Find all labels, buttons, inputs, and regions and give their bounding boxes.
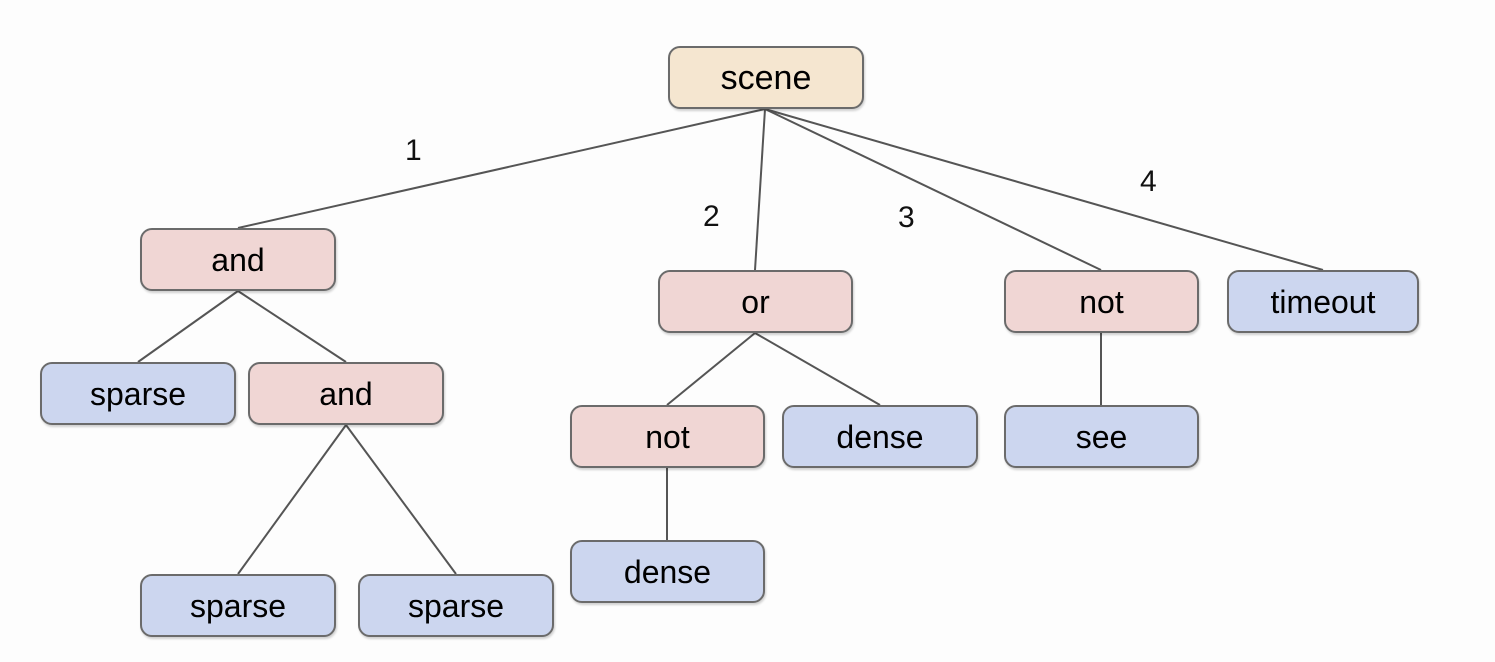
edge-label-3: 3 [898,201,915,234]
tree-node-sparse2[interactable]: sparse [140,574,336,637]
tree-node-label: dense [836,418,924,455]
tree-node-not1[interactable]: not [1004,270,1199,333]
tree-node-label: sparse [89,375,187,412]
tree-node-label: see [1075,418,1128,455]
tree-edge [754,332,881,406]
tree-node-dense2[interactable]: dense [570,540,765,603]
tree-edge [666,332,756,406]
tree-node-label: and [319,375,373,412]
tree-edge [754,108,766,271]
tree-node-label: not [645,418,690,455]
tree-edge [764,108,1102,271]
tree-node-see1[interactable]: see [1004,405,1199,468]
tree-edge [764,108,1324,271]
tree-edge [237,290,347,363]
edge-label-2: 2 [703,200,720,233]
edge-label-1: 1 [405,134,422,167]
tree-node-and2[interactable]: and [248,362,444,425]
tree-node-label: or [741,283,770,320]
edge-label-4: 4 [1140,165,1157,198]
tree-node-label: timeout [1270,283,1376,320]
tree-edge [237,108,766,229]
tree-node-label: dense [623,553,712,590]
tree-node-sparse3[interactable]: sparse [358,574,554,637]
tree-node-dense1[interactable]: dense [782,405,978,468]
tree-node-label: not [1079,283,1124,320]
tree-node-not2[interactable]: not [570,405,765,468]
tree-node-or1[interactable]: or [658,270,853,333]
tree-node-and1[interactable]: and [140,228,336,291]
tree-node-label: sparse [407,587,505,624]
tree-node-label: scene [720,58,812,97]
tree-edge [137,290,239,363]
tree-node-scene[interactable]: scene [668,46,864,109]
tree-edge [237,424,347,575]
tree-node-timeout1[interactable]: timeout [1227,270,1419,333]
tree-node-sparse1[interactable]: sparse [40,362,236,425]
tree-edge [345,424,457,575]
tree-node-label: and [211,241,265,278]
tree-node-label: sparse [189,587,287,624]
